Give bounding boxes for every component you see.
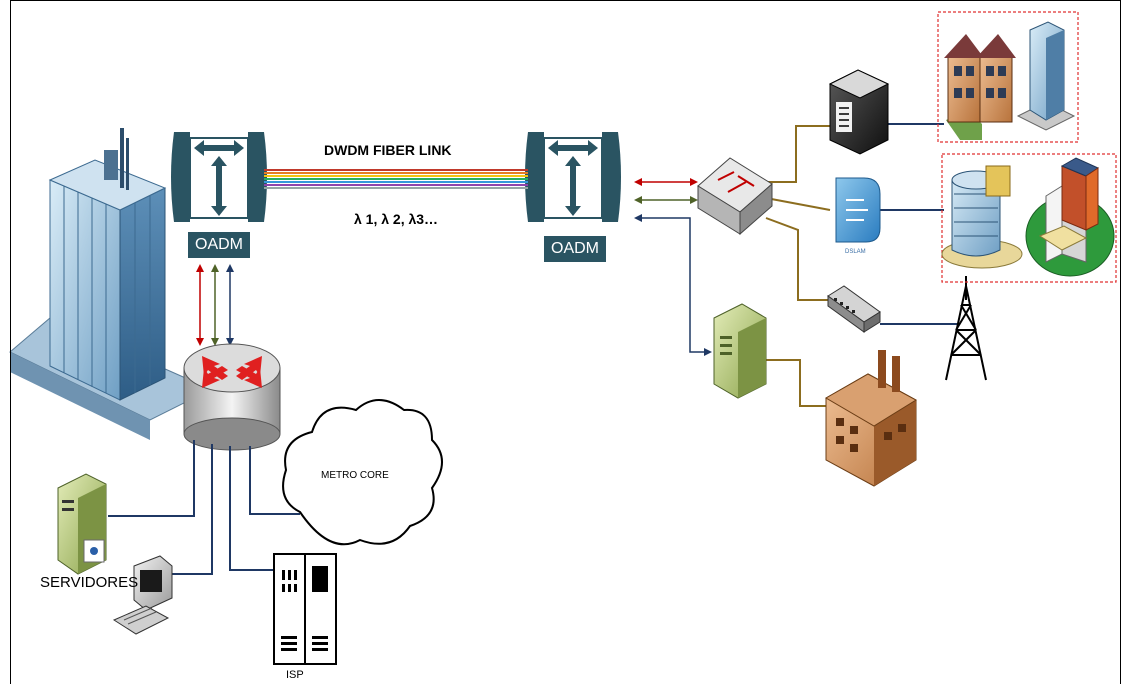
oadm-left-label: OADM xyxy=(195,236,243,253)
rack-server-icon xyxy=(828,69,890,155)
router-icon xyxy=(183,343,281,451)
server-icon xyxy=(57,473,107,575)
isp-label: ISP xyxy=(286,669,304,681)
building-icon xyxy=(941,165,1023,269)
metro-core-label: METRO CORE xyxy=(321,470,389,481)
isp-rack-icon xyxy=(273,553,337,665)
workstation-icon xyxy=(112,555,173,635)
radio-tower-icon xyxy=(945,276,987,381)
wavelengths-label: λ 1, λ 2, λ3… xyxy=(354,211,439,227)
office-tower-icon xyxy=(9,128,191,440)
link-title: DWDM FIBER LINK xyxy=(324,142,452,158)
factory-icon xyxy=(825,350,917,487)
houses-icon xyxy=(944,21,1076,140)
servers-label: SERVIDORES xyxy=(40,574,139,591)
oadm-access-arrows xyxy=(634,178,712,356)
fiber-bundle xyxy=(264,169,528,189)
building-links xyxy=(876,123,960,325)
cloud-icon xyxy=(282,399,443,546)
dslam-icon xyxy=(835,177,881,243)
lan-links xyxy=(108,440,300,575)
oadm-router-arrows xyxy=(196,264,234,346)
business-group-box xyxy=(941,153,1117,283)
hub-icon xyxy=(827,285,881,333)
dslam-label: DSLAM xyxy=(845,249,866,255)
oadm-icon xyxy=(525,132,621,262)
campus-icon xyxy=(1025,157,1115,277)
residential-group-box xyxy=(937,11,1079,143)
oadm-icon xyxy=(171,132,267,258)
switch-icon xyxy=(697,157,773,236)
tower-server-icon xyxy=(713,303,767,399)
oadm-right-label: OADM xyxy=(551,240,599,257)
access-links xyxy=(764,125,831,407)
